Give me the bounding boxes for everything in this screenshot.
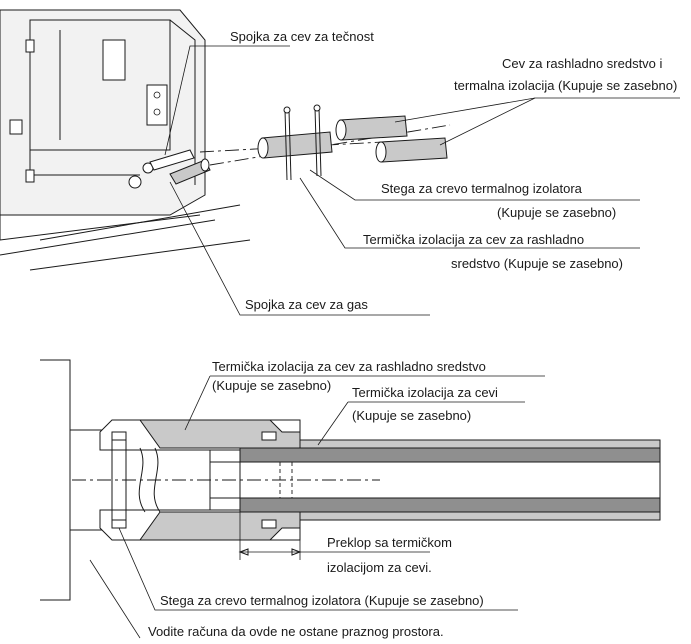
no-gap-note: Vodite računa da ovde ne ostane praznog … — [148, 624, 444, 639]
bottom-leader-lines — [89, 375, 545, 639]
bracket-icon — [102, 39, 126, 81]
refrigerant-pipe-label: Cev za rashladno sredstvo i — [502, 56, 663, 71]
refrigerant-pipe-icon — [339, 115, 408, 141]
thermal-insulation-label-cont: sredstvo (Kupuje se zasebno) — [451, 256, 623, 271]
hose-clamp-label: Stega za crevo termalnog izolatora — [381, 181, 583, 196]
hose-clamp-ring-icon — [111, 519, 127, 529]
pipe-insulation-bottom — [239, 497, 661, 513]
hose-clamp-label-cont: (Kupuje se zasebno) — [497, 205, 616, 220]
pipe-insulation-label: Termička izolacija za cevi — [352, 385, 498, 400]
hose-clamp-ring-icon — [261, 431, 277, 441]
hose-clamp-ring-icon — [261, 519, 277, 529]
top-leader-lines — [164, 45, 680, 316]
overlap-label-cont: izolacijom za cevi. — [327, 560, 432, 575]
screw-icon — [283, 106, 291, 114]
indoor-unit-illustration — [0, 9, 251, 271]
hose-clamp-ring-icon — [111, 431, 127, 441]
liquid-pipe-joint-label: Spojka za cev za tečnost — [230, 29, 374, 44]
overlap-label: Preklop sa termičkom — [327, 535, 452, 550]
refrigerant-insulation-label: Termička izolacija za cev za rashladno s… — [212, 359, 486, 374]
thermal-insulation-label: Termička izolacija za cev za rashladno — [363, 232, 584, 247]
gas-pipe-joint-label: Spojka za cev za gas — [245, 297, 368, 312]
insulation-sleeves — [257, 115, 448, 163]
refrigerant-pipe-label-cont: termalna izolacija (Kupuje se zasebno) — [454, 78, 677, 93]
hose-clamps — [283, 104, 322, 181]
pipe-insulation-label-cont: (Kupuje se zasebno) — [352, 408, 471, 423]
cross-section-illustration — [40, 359, 661, 601]
gas-pipe-joint-icon — [169, 159, 211, 185]
liquid-pipe-joint-icon — [149, 149, 195, 171]
refrigerant-insulation-label-cont: (Kupuje se zasebno) — [212, 378, 331, 393]
pipe-insulation-top — [239, 447, 661, 463]
insulation-tube-icon — [261, 131, 333, 159]
terminal-block-icon — [146, 84, 168, 126]
pipe-joints — [149, 149, 211, 185]
refrigerant-insulation-top — [139, 419, 301, 449]
screw-icon — [313, 104, 321, 112]
refrigerant-pipe-icon — [379, 137, 448, 163]
hose-clamp-bottom-label: Stega za crevo termalnog izolatora (Kupu… — [160, 593, 484, 608]
